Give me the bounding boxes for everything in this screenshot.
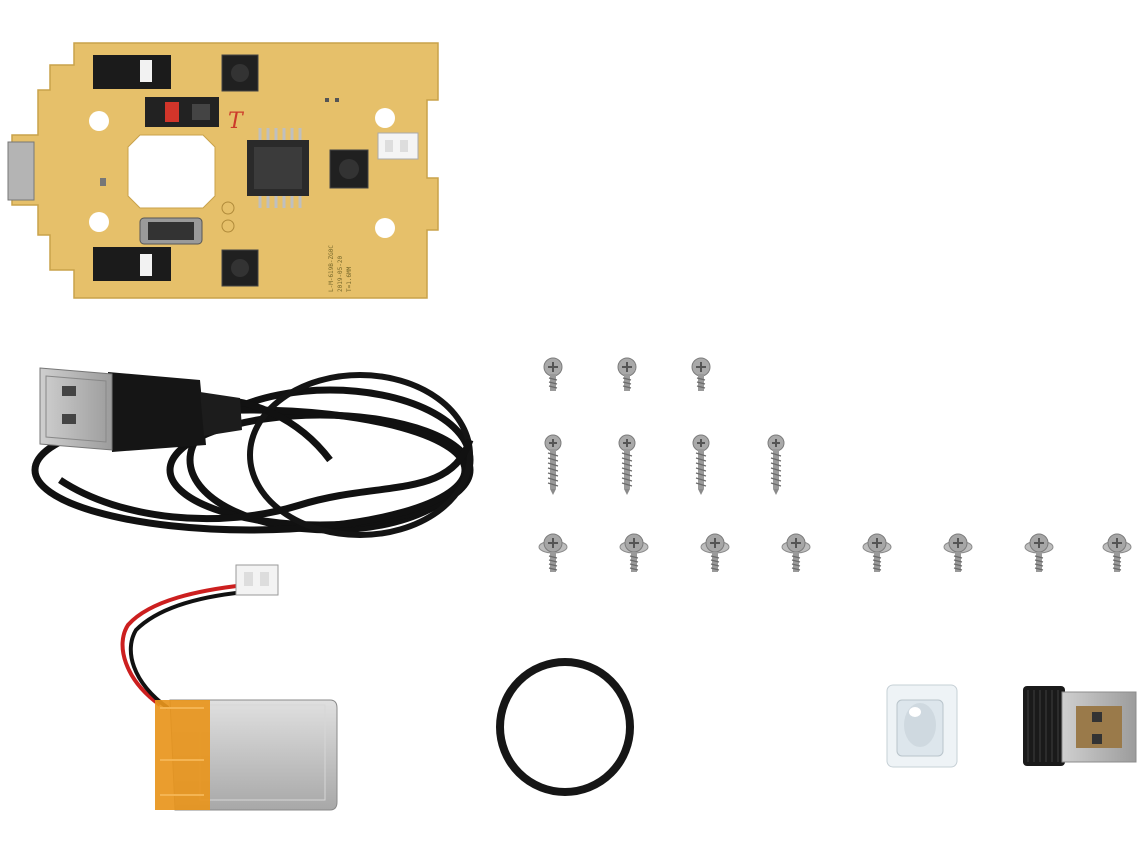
screw [1024, 533, 1054, 573]
lipo-battery [120, 564, 338, 811]
pcb-silkscreen-3: T=1.6MM [346, 266, 353, 292]
sensor-chip [247, 128, 309, 208]
screw [618, 434, 636, 496]
pcb-silkscreen-1: L-M-619B-ZG0C [328, 245, 335, 292]
pcb-silkscreen-2: 2019-05-20 [337, 255, 344, 292]
sensor-cutout [127, 134, 216, 209]
usb-nano-receiver [1023, 686, 1137, 766]
screw [692, 434, 710, 496]
screw [538, 533, 568, 573]
clear-light-guide [886, 684, 958, 768]
screw [617, 357, 637, 392]
screw [619, 533, 649, 573]
screws-group [538, 357, 1132, 573]
screw [543, 357, 563, 392]
mount-hole [89, 111, 109, 131]
micro-switch-top [93, 55, 171, 89]
screw [700, 533, 730, 573]
dpi-switch [145, 97, 219, 127]
usb-charging-cable [31, 367, 474, 538]
screw [943, 533, 973, 573]
screw [767, 434, 785, 496]
svg-text:T: T [228, 109, 245, 134]
micro-usb-port [7, 141, 35, 201]
battery-connector [377, 132, 419, 160]
mount-hole [375, 108, 395, 128]
screw [691, 357, 711, 392]
screw [781, 533, 811, 573]
mount-hole [375, 218, 395, 238]
micro-switch-bottom [93, 247, 171, 281]
scroll-encoder [139, 217, 203, 245]
mount-hole [89, 212, 109, 232]
usb-a-plug [39, 367, 242, 452]
screw [544, 434, 562, 496]
screw [1102, 533, 1132, 573]
screw [862, 533, 892, 573]
battery-plug [235, 564, 279, 596]
pcb-board: T L-M-619B-ZG0C 2019-05-20 T=1.6MM [7, 42, 439, 299]
rubber-o-ring [496, 658, 634, 796]
